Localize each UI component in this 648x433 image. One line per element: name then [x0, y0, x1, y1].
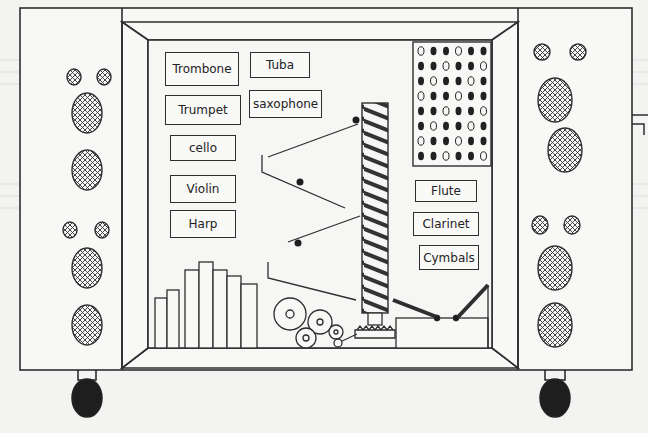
note-dot: [468, 47, 474, 55]
machine-body: [20, 8, 632, 370]
lift-base: [340, 313, 395, 342]
note-dot: [418, 47, 424, 55]
note-dot: [443, 107, 449, 115]
instrument-label: saxophone: [253, 97, 318, 111]
note-dot: [456, 47, 462, 55]
note-dot: [418, 107, 424, 115]
speakers: [63, 44, 586, 347]
note-dot: [443, 152, 449, 160]
note-dot: [468, 77, 474, 85]
note-dot: [418, 92, 424, 100]
note-dot: [418, 62, 424, 70]
note-dot: [481, 122, 487, 130]
instrument-box: Clarinet: [413, 212, 479, 236]
note-dot: [481, 107, 487, 115]
note-dot: [468, 62, 474, 70]
instrument-label: Violin: [187, 182, 220, 196]
instrument-box: Trumpet: [165, 95, 241, 125]
instrument-label: Trombone: [172, 62, 231, 76]
note-dot: [443, 137, 449, 145]
instrument-label: cello: [189, 141, 217, 155]
note-dot: [418, 122, 424, 130]
instrument-box: Violin: [170, 175, 236, 203]
instrument-label: Tuba: [266, 58, 294, 72]
note-dot: [481, 152, 487, 160]
instrument-label: Trumpet: [178, 103, 228, 117]
instrument-box: saxophone: [249, 90, 322, 118]
note-grid: [413, 42, 491, 166]
instrument-box: Trombone: [165, 52, 239, 86]
note-dot: [481, 62, 487, 70]
note-dot: [443, 92, 449, 100]
note-dot: [456, 107, 462, 115]
note-dot: [456, 122, 462, 130]
instrument-box: Flute: [415, 180, 477, 202]
note-dot: [431, 62, 437, 70]
note-dot: [456, 62, 462, 70]
note-dot: [481, 137, 487, 145]
instrument-label: Flute: [431, 184, 461, 198]
marble-run: [262, 124, 360, 300]
note-dot: [431, 137, 437, 145]
note-dot: [468, 137, 474, 145]
instrument-label: Harp: [189, 217, 218, 231]
note-dot: [431, 92, 437, 100]
note-dot: [431, 77, 437, 85]
note-dot: [468, 122, 474, 130]
note-dot: [443, 62, 449, 70]
instrument-label: Cymbals: [423, 251, 475, 265]
note-dot: [443, 77, 449, 85]
instrument-box: Harp: [170, 210, 236, 238]
note-dot: [456, 92, 462, 100]
note-dot: [431, 107, 437, 115]
note-dot: [481, 47, 487, 55]
note-dot: [431, 47, 437, 55]
note-dot: [456, 77, 462, 85]
note-dot: [468, 92, 474, 100]
note-dot: [443, 47, 449, 55]
note-dot: [481, 77, 487, 85]
instrument-box: Cymbals: [419, 245, 479, 270]
note-dot: [468, 107, 474, 115]
note-dot: [443, 122, 449, 130]
note-dot: [418, 137, 424, 145]
note-dot: [456, 137, 462, 145]
note-dot: [481, 92, 487, 100]
organ-pipes: [155, 262, 257, 348]
note-dot: [418, 77, 424, 85]
marbles: [295, 117, 360, 247]
wheels: [72, 370, 570, 417]
note-dot: [431, 152, 437, 160]
note-dot: [456, 152, 462, 160]
note-dot: [431, 122, 437, 130]
note-dot: [418, 152, 424, 160]
spiral-lift: [362, 103, 388, 313]
instrument-box: Tuba: [250, 52, 310, 78]
drum-and-sticks: [393, 285, 488, 348]
crank-handle: [632, 115, 648, 135]
gears: [274, 298, 343, 348]
note-dot: [468, 152, 474, 160]
instrument-label: Clarinet: [422, 217, 469, 231]
instrument-box: cello: [170, 135, 236, 161]
